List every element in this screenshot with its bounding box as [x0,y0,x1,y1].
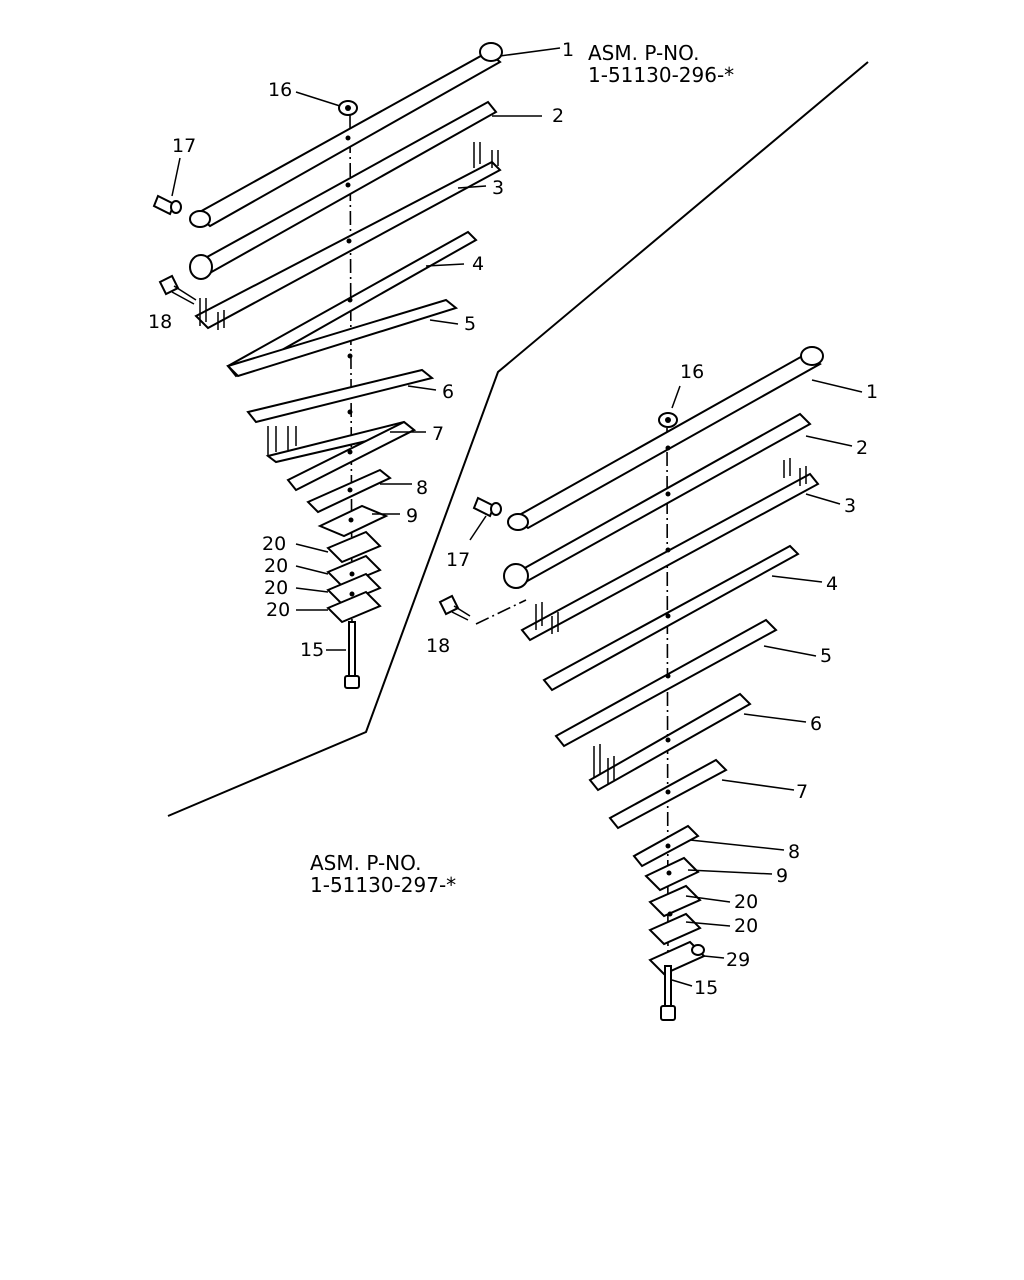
leaf-2-right [503,412,812,589]
center-line-right [666,427,669,973]
leaf-9-left [317,504,389,538]
bushing-17-right [472,496,502,518]
leaf-5-left [226,298,459,378]
callout-6-right: 6 [810,713,822,735]
callout-9-right: 9 [776,865,788,887]
shims-20-right [648,884,702,946]
leaf-6-right [588,692,752,792]
callout-5-left: 5 [464,313,476,335]
callouts-left: 1 16 2 17 3 4 18 5 6 7 8 9 20 20 20 20 1… [148,39,574,661]
leaf-5-right [554,618,778,748]
callout-17-left: 17 [172,135,196,157]
leaf-7-left [265,420,417,492]
callout-20b-right: 20 [734,915,758,937]
callout-17-right: 17 [446,549,470,571]
leaf-4-right [542,544,800,692]
callout-6-left: 6 [442,381,454,403]
assembly-left: 1 16 2 17 3 4 18 5 6 7 8 9 20 20 20 20 1… [148,39,734,689]
leader-lines-right [469,379,863,987]
callout-16-left: 16 [268,79,292,101]
bushing-17-left [152,194,182,216]
callout-20d-left: 20 [266,599,290,621]
shims-20-left [326,530,382,624]
callout-20c-left: 20 [264,577,288,599]
leaf-9-right [644,856,700,892]
callout-20b-left: 20 [264,555,288,577]
callout-9-left: 9 [406,505,418,527]
asm-number-bottom-line1: ASM. P-NO. [310,851,421,875]
callout-3-right: 3 [844,495,856,517]
callout-8-left: 8 [416,477,428,499]
asm-number-bottom-line2: 1-51130-297-* [310,873,456,897]
assembly-right: 16 1 2 3 17 4 18 5 6 7 8 9 20 20 29 15 A… [310,346,878,1021]
leaf-3-left [194,142,502,330]
callout-8-right: 8 [788,841,800,863]
callout-1-right: 1 [866,381,878,403]
callout-4-left: 4 [472,253,484,275]
callout-20a-right: 20 [734,891,758,913]
center-bolt-15-left [344,621,360,689]
callout-15-right: 15 [694,977,718,999]
leaf-6-left [246,368,435,456]
leaf-7-right [608,758,728,830]
callout-2-right: 2 [856,437,868,459]
callout-1-left: 1 [562,39,574,61]
callout-18-left: 18 [148,311,172,333]
callout-15-left: 15 [300,639,324,661]
callout-20a-left: 20 [262,533,286,555]
leaf-8-right [632,824,700,868]
callout-4-right: 4 [826,573,838,595]
callout-16-right: 16 [680,361,704,383]
leader-lines-left [171,47,561,651]
callout-7-right: 7 [796,781,808,803]
bolt-18-right [438,594,527,625]
bolt-18-left [158,274,197,305]
asm-number-top-line2: 1-51130-296-* [588,63,734,87]
leaf-8-left [306,468,392,514]
asm-number-top-line1: ASM. P-NO. [588,41,699,65]
callout-5-right: 5 [820,645,832,667]
callout-2-left: 2 [552,105,564,127]
spacer-29-right [648,940,706,976]
callout-7-left: 7 [432,423,444,445]
leaf-3-right [520,458,820,642]
callout-18-right: 18 [426,635,450,657]
leaf-1-right [507,346,824,531]
callout-29-right: 29 [726,949,750,971]
leaf-1-left [189,42,503,228]
callouts-right: 16 1 2 3 17 4 18 5 6 7 8 9 20 20 29 15 [426,361,878,999]
nut-16-left [338,100,358,116]
callout-3-left: 3 [492,177,504,199]
nut-16-right [658,412,678,428]
divider-line [167,61,869,817]
center-bolt-15-right [660,965,676,1021]
leaf-2-left [189,100,498,280]
